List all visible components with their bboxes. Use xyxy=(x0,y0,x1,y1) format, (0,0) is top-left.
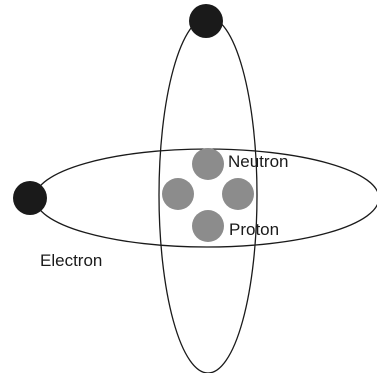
nucleon-left xyxy=(162,178,194,210)
nucleon-top xyxy=(192,148,224,180)
nucleon-right xyxy=(222,178,254,210)
nucleon-bottom xyxy=(192,210,224,242)
electron-label: Electron xyxy=(40,251,102,270)
proton-label: Proton xyxy=(229,220,279,239)
neutron-label: Neutron xyxy=(228,152,288,171)
electron-top xyxy=(189,4,223,38)
electron-left xyxy=(13,181,47,215)
